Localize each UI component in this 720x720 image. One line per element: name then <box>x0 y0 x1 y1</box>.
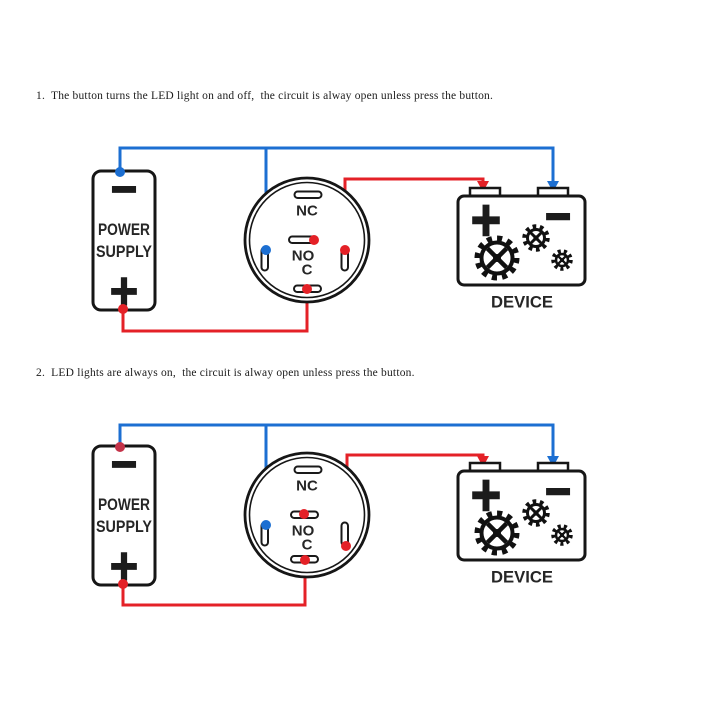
power-supply-label-line1: POWER <box>98 496 150 514</box>
terminal-c-label: C <box>302 262 313 279</box>
junction-dot-led-right <box>341 541 351 551</box>
arrowhead-blue-device-icon <box>547 181 559 192</box>
diagram-1: − POWER SUPPLY + NC NO C <box>91 146 587 333</box>
wire-blue-top <box>118 146 555 182</box>
gear-medium-icon <box>522 224 550 252</box>
power-supply-label-line1: POWER <box>98 221 150 239</box>
device-label: DEVICE <box>491 293 553 312</box>
terminal-nc-label: NC <box>296 478 318 495</box>
junction-dot-c <box>302 284 312 294</box>
junction-dot-no <box>309 235 319 245</box>
power-supply-label-line2: SUPPLY <box>96 243 152 261</box>
power-supply: − POWER SUPPLY + <box>91 438 157 591</box>
junction-dot-no <box>299 509 309 519</box>
gear-large-icon <box>474 510 520 556</box>
terminal-no-label: NO <box>292 248 315 265</box>
junction-dot-led-left <box>261 245 271 255</box>
junction-dot-c <box>300 555 310 565</box>
junction-dot-ps-positive <box>118 304 128 314</box>
gear-medium-icon <box>522 499 550 527</box>
push-button-switch: NC NO C <box>243 176 371 304</box>
wire-red-bottom <box>121 559 307 607</box>
arrowhead-red-device-icon <box>477 456 489 467</box>
power-supply-label-line2: SUPPLY <box>96 518 152 536</box>
device-plus-symbol: + <box>469 192 503 246</box>
device: + − DEVICE <box>456 461 587 587</box>
switch-inner-ring <box>248 181 366 299</box>
terminal-nc <box>293 465 323 474</box>
device: + − DEVICE <box>456 186 587 312</box>
gear-small-icon <box>551 524 573 546</box>
instruction-note-2: 2. LED lights are always on, the circuit… <box>36 367 415 379</box>
gear-small-icon <box>551 249 573 271</box>
switch-inner-ring <box>248 456 366 574</box>
junction-dot-led-right <box>340 245 350 255</box>
terminal-nc-label: NC <box>296 203 318 220</box>
wire-blue-top <box>118 423 555 457</box>
power-supply: − POWER SUPPLY + <box>91 163 157 316</box>
wire-red-bottom <box>121 289 309 333</box>
terminal-nc <box>293 190 323 199</box>
arrowhead-blue-device-icon <box>547 456 559 467</box>
instruction-note-1: 1. The button turns the LED light on and… <box>36 90 494 102</box>
junction-dot-ps-positive <box>118 579 128 589</box>
junction-dot-ps-negative <box>115 167 125 177</box>
terminal-no-label: NO <box>292 523 315 540</box>
diagram-2: − POWER SUPPLY + NC NO C <box>91 423 587 607</box>
junction-dot-led-left <box>261 520 271 530</box>
device-label: DEVICE <box>491 568 553 587</box>
junction-dot-ps-negative <box>115 442 125 452</box>
gear-large-icon <box>474 235 520 281</box>
terminal-c-label: C <box>302 537 313 554</box>
arrowhead-red-device-icon <box>477 181 489 192</box>
